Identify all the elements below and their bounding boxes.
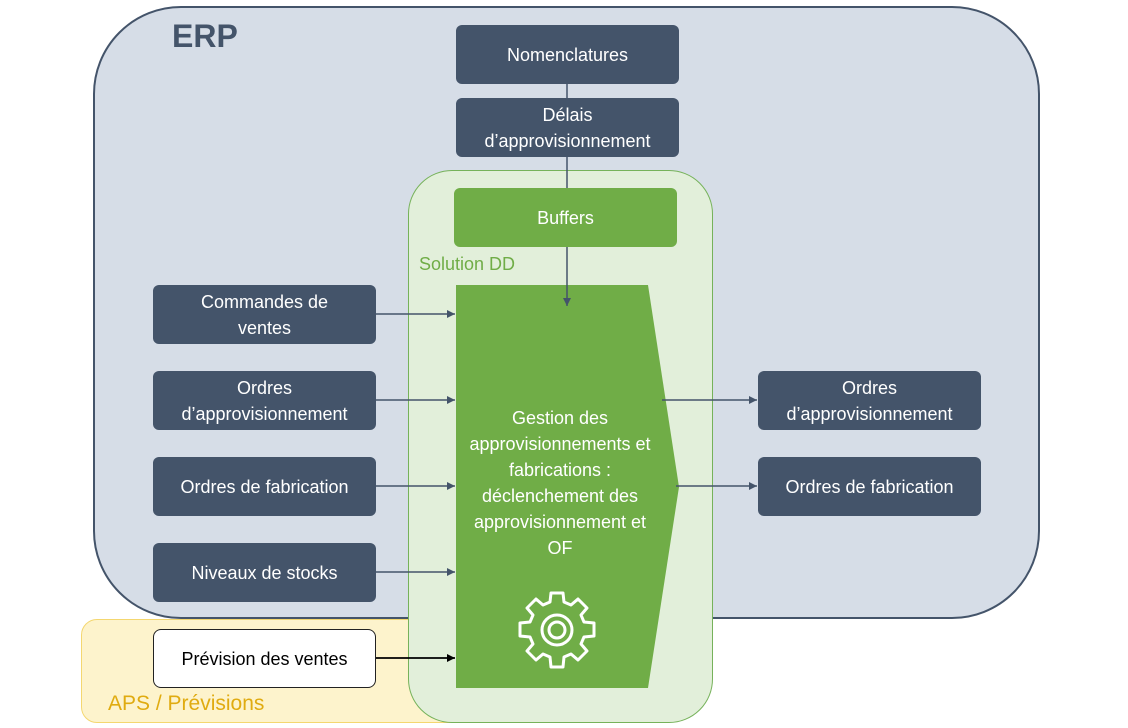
aps-label: APS / Prévisions	[108, 692, 265, 715]
prevision-ventes-box: Prévision des ventes	[153, 629, 376, 688]
solution-dd-label: Solution DD	[419, 254, 516, 274]
ordres-approvisionnement-in-box: Ordres d’approvisionnement	[153, 371, 376, 430]
ordres-fabrication-in-box: Ordres de fabrication	[153, 457, 376, 516]
gear-icon	[515, 588, 599, 677]
ordres-fabrication-out-box: Ordres de fabrication	[758, 457, 981, 516]
commandes-ventes-box: Commandes de ventes	[153, 285, 376, 344]
erp-label: ERP	[172, 18, 238, 54]
process-shape	[456, 285, 679, 688]
buffers-box: Buffers	[454, 188, 677, 247]
nomenclatures-box: Nomenclatures	[456, 25, 679, 84]
delais-approvisionnement-box: Délais d’approvisionnement	[456, 98, 679, 157]
niveaux-stocks-box: Niveaux de stocks	[153, 543, 376, 602]
ordres-approvisionnement-out-box: Ordres d’approvisionnement	[758, 371, 981, 430]
process-description: Gestion des approvisionnements et fabric…	[469, 408, 651, 558]
